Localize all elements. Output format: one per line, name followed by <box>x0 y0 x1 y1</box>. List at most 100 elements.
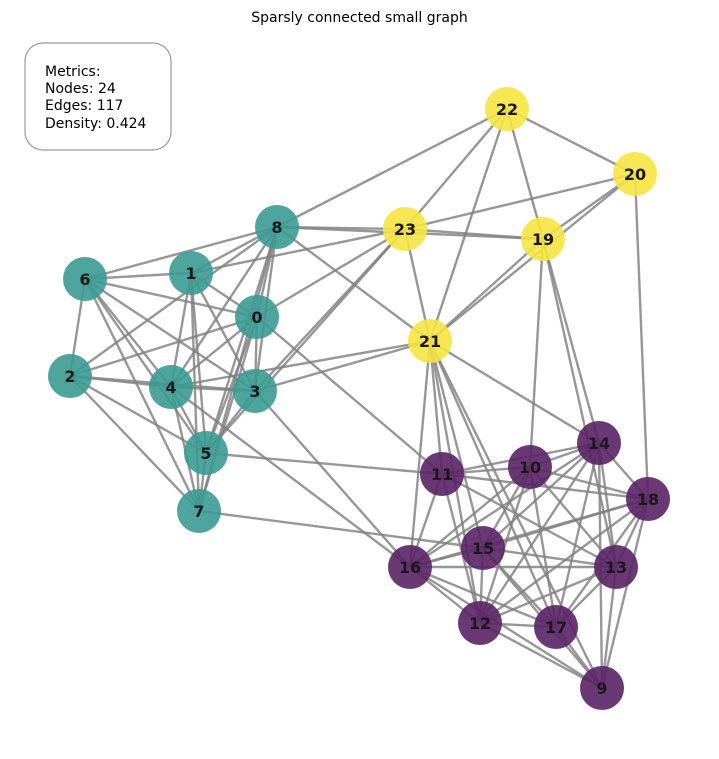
edge-7-15 <box>198 509 484 550</box>
node-circle-1 <box>169 251 213 295</box>
node-label-16: 16 <box>399 558 421 577</box>
edge-23-19 <box>404 227 544 241</box>
edge-21-16 <box>408 340 432 568</box>
node-11: 11 <box>420 452 464 496</box>
node-22: 22 <box>485 87 529 131</box>
edge-0-7 <box>197 316 259 512</box>
edge-19-10 <box>528 238 545 468</box>
edge-5-23 <box>205 228 406 454</box>
edge-11-13 <box>441 472 617 569</box>
node-5: 5 <box>184 431 228 475</box>
node-circle-14 <box>577 421 621 465</box>
node-13: 13 <box>594 545 638 589</box>
node-circle-22 <box>485 87 529 131</box>
edge-21-11 <box>428 340 444 475</box>
node-label-18: 18 <box>637 490 659 509</box>
node-12: 12 <box>458 601 502 645</box>
node-2: 2 <box>48 354 92 398</box>
edge-6-4 <box>84 278 172 388</box>
node-14: 14 <box>577 421 621 465</box>
edge-8-6 <box>84 225 278 281</box>
edge-0-23 <box>256 227 406 319</box>
node-circle-18 <box>626 477 670 521</box>
node-15: 15 <box>461 526 505 570</box>
edge-12-9 <box>479 621 603 690</box>
edge-10-16 <box>409 466 531 568</box>
node-18: 18 <box>626 477 670 521</box>
node-circle-4 <box>149 365 193 409</box>
node-7: 7 <box>177 489 221 533</box>
metrics-header: Metrics: <box>45 64 101 80</box>
node-circle-23 <box>383 207 427 251</box>
node-circle-3 <box>233 369 277 413</box>
node-circle-20 <box>613 152 657 196</box>
node-circle-10 <box>508 445 552 489</box>
node-circle-2 <box>48 354 92 398</box>
node-circle-13 <box>594 545 638 589</box>
edge-5-11 <box>205 451 443 476</box>
metrics-box-frame <box>24 42 172 151</box>
edge-22-20 <box>506 107 636 176</box>
edge-22-21 <box>428 108 509 342</box>
edge-0-5 <box>204 316 259 454</box>
node-label-12: 12 <box>469 614 491 633</box>
node-9: 9 <box>580 666 624 710</box>
edge-8-5 <box>204 226 279 454</box>
node-label-20: 20 <box>624 165 646 184</box>
node-label-6: 6 <box>79 270 90 289</box>
node-3: 3 <box>233 369 277 413</box>
node-label-13: 13 <box>605 558 627 577</box>
edge-6-7 <box>83 278 201 512</box>
edge-16-17 <box>409 565 557 629</box>
edge-6-0 <box>84 277 258 319</box>
node-label-9: 9 <box>596 679 607 698</box>
node-label-19: 19 <box>532 230 554 249</box>
graph-title: Sparsly connected small graph <box>251 10 468 26</box>
metrics-edges: Edges: 117 <box>45 98 123 114</box>
node-label-8: 8 <box>271 218 282 237</box>
node-10: 10 <box>508 445 552 489</box>
node-circle-5 <box>184 431 228 475</box>
node-20: 20 <box>613 152 657 196</box>
edge-6-3 <box>84 277 256 393</box>
edge-2-7 <box>69 375 200 512</box>
edge-11-12 <box>440 473 482 624</box>
edge-8-22 <box>276 107 508 229</box>
edge-16-9 <box>409 565 603 690</box>
node-label-2: 2 <box>64 367 75 386</box>
node-16: 16 <box>388 545 432 589</box>
node-circle-9 <box>580 666 624 710</box>
edge-22-23 <box>404 108 508 230</box>
node-label-3: 3 <box>249 382 260 401</box>
edge-14-15 <box>482 442 600 549</box>
node-circle-12 <box>458 601 502 645</box>
edge-0-2 <box>69 315 258 378</box>
node-label-21: 21 <box>419 332 441 351</box>
edge-13-12 <box>479 565 617 625</box>
node-0: 0 <box>235 295 279 339</box>
node-23: 23 <box>383 207 427 251</box>
metrics-nodes: Nodes: 24 <box>45 81 116 97</box>
node-circle-0 <box>235 295 279 339</box>
edge-0-11 <box>256 316 443 475</box>
node-label-23: 23 <box>394 220 416 239</box>
node-label-0: 0 <box>251 308 262 327</box>
edge-14-12 <box>478 442 601 624</box>
node-17: 17 <box>534 605 578 649</box>
node-6: 6 <box>63 257 107 301</box>
node-label-14: 14 <box>588 434 610 453</box>
node-circle-8 <box>255 205 299 249</box>
node-circle-6 <box>63 257 107 301</box>
edge-8-2 <box>69 226 278 377</box>
metrics-density: Density: 0.424 <box>45 116 147 132</box>
node-circle-17 <box>534 605 578 649</box>
edge-6-5 <box>84 278 207 454</box>
node-circle-15 <box>461 526 505 570</box>
edge-15-13 <box>482 546 617 569</box>
edge-11-18 <box>441 472 649 501</box>
edge-19-14 <box>541 238 601 444</box>
edge-4-16 <box>170 386 411 568</box>
node-label-10: 10 <box>519 458 541 477</box>
node-19: 19 <box>521 217 565 261</box>
